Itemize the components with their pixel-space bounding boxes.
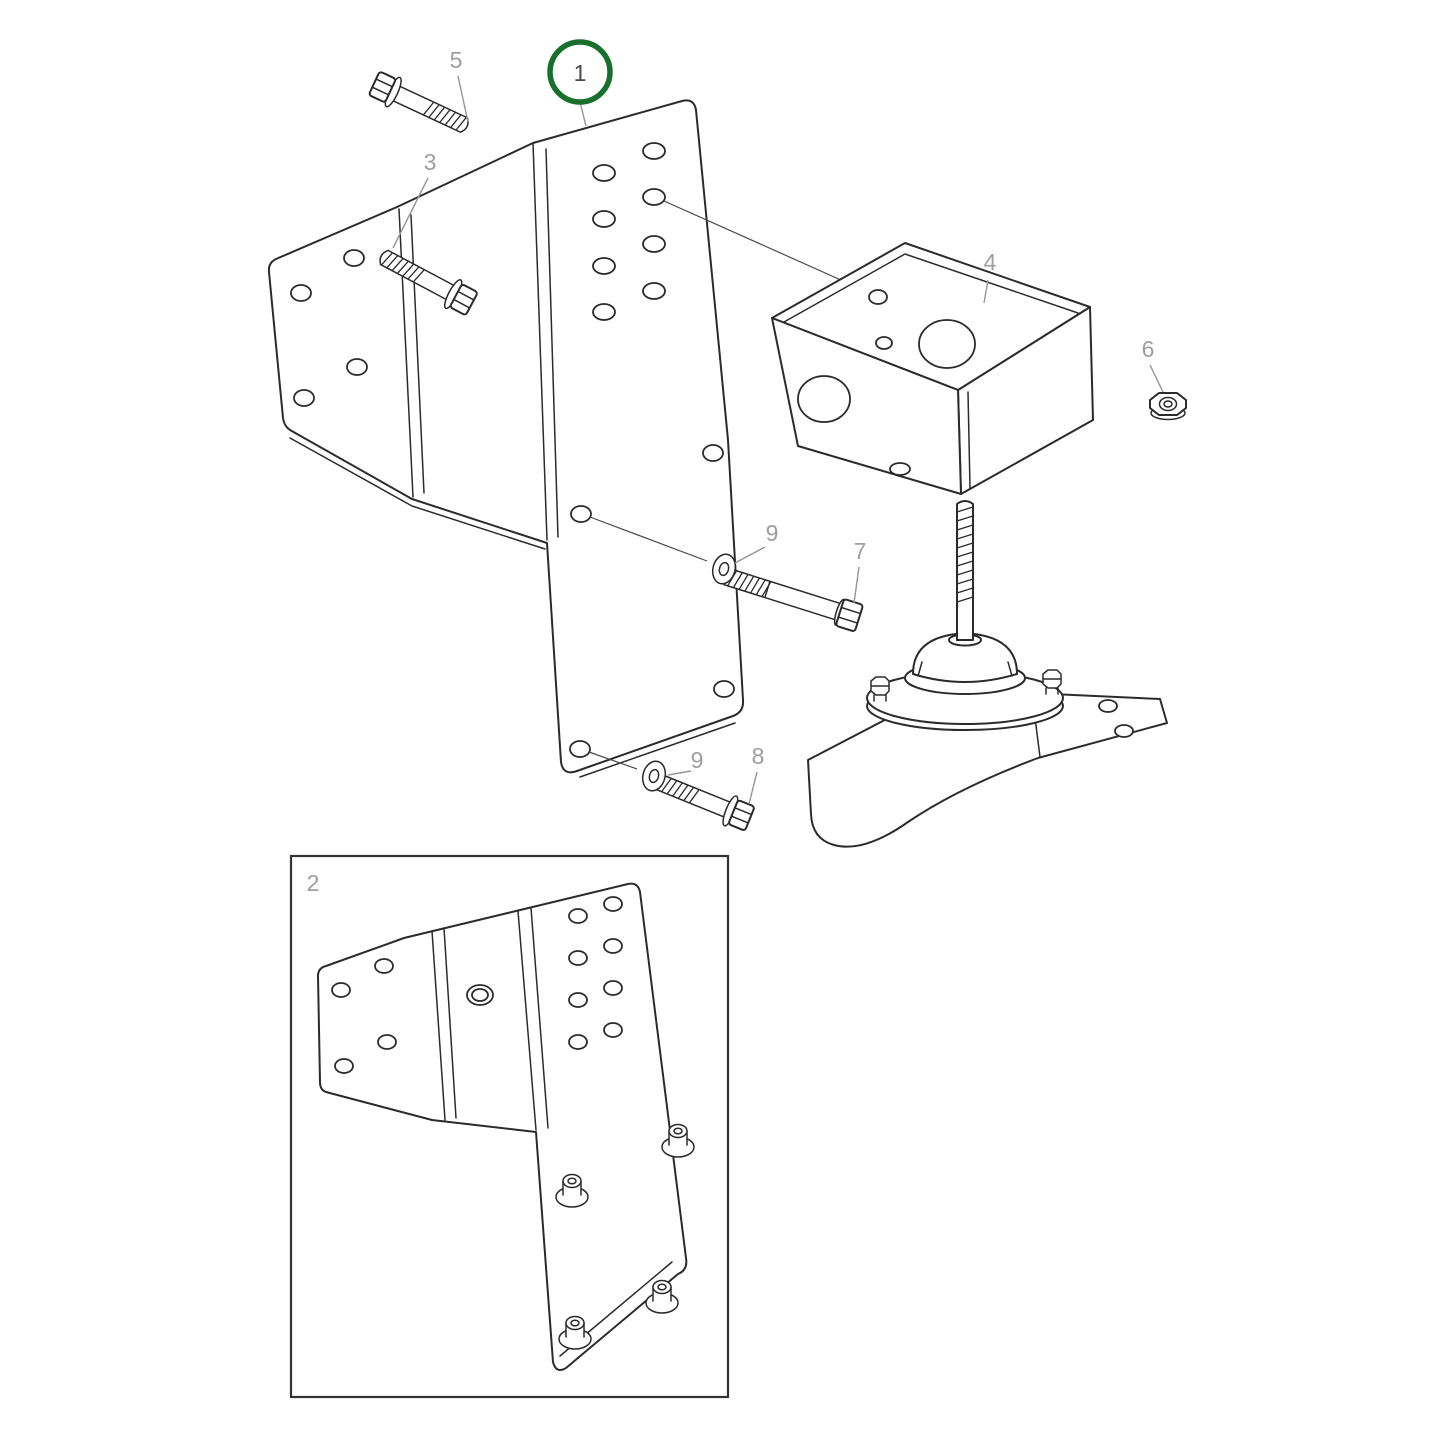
bracket-large-hole: [918, 319, 976, 369]
hole: [1114, 724, 1134, 738]
hole: [569, 740, 591, 758]
hole: [570, 505, 592, 523]
callout-6[interactable]: 6: [1142, 336, 1155, 362]
hole: [875, 336, 893, 350]
hole: [603, 896, 623, 912]
hole: [642, 142, 666, 160]
leader-line-9-upper: [734, 546, 766, 564]
part-2-inset: [289, 854, 730, 1399]
alignment-line: [589, 516, 708, 562]
plate-bottom-thickness-edge: [579, 722, 736, 778]
callouts: 5 1 3 4 6 9 7 9 8 2: [307, 47, 1155, 896]
hole: [568, 950, 588, 966]
hole: [642, 188, 666, 206]
leader-line-6: [1149, 364, 1164, 393]
hole: [334, 1058, 354, 1074]
callout-2[interactable]: 2: [307, 870, 320, 896]
leader-line-4: [983, 279, 989, 304]
hole: [568, 1034, 588, 1050]
callout-7[interactable]: 7: [854, 538, 867, 564]
hole: [331, 982, 351, 998]
bracket-fold-edge: [967, 391, 971, 489]
hole: [603, 980, 623, 996]
part-1-mounting-plate: [267, 99, 745, 778]
plate-thickness-edge: [289, 437, 546, 550]
mount-threaded-stud: [956, 500, 974, 641]
plate-outline: [267, 99, 745, 774]
plate-2-outline: [317, 882, 688, 1371]
hole: [702, 444, 724, 462]
part-2-wing-holes: [331, 958, 397, 1074]
part-1-wing-holes: [290, 249, 368, 407]
hole: [471, 988, 489, 1002]
plate-fold-line: [532, 142, 548, 541]
hole: [592, 257, 616, 275]
part-2-plate: [317, 882, 695, 1371]
plate-2-wing-fold-2: [443, 927, 457, 1119]
leader-line-1: [579, 101, 587, 127]
plate-2-fold-line: [517, 910, 537, 1131]
callout-9-lower[interactable]: 9: [691, 747, 704, 773]
part-7-hex-bolt: [717, 561, 865, 633]
bracket-front-face: [771, 317, 962, 495]
bracket-thickness-edge: [783, 253, 1079, 323]
leader-line-8: [748, 771, 758, 805]
stud-threads: [956, 506, 974, 603]
alignment-lines: [588, 200, 871, 770]
engine-mount: [866, 632, 1064, 731]
callout-9-upper[interactable]: 9: [766, 520, 779, 546]
plate-2-fold-line-2: [530, 907, 549, 1129]
highlight-circle: [547, 39, 613, 105]
part-6-lock-nut: [1149, 392, 1187, 421]
callout-3[interactable]: 3: [424, 149, 437, 175]
hole: [592, 303, 616, 321]
hole: [713, 680, 735, 698]
hole: [293, 389, 315, 407]
dome-facet-line: [917, 661, 1013, 677]
bracket-large-hole: [797, 375, 851, 423]
part-2-center-hole: [466, 984, 494, 1006]
hole: [374, 958, 394, 974]
leader-line-5: [457, 75, 469, 123]
hole: [642, 282, 666, 300]
mount-dome: [912, 632, 1018, 683]
hole: [343, 249, 365, 267]
alignment-line: [663, 200, 871, 294]
leader-line-7: [853, 566, 860, 604]
hole: [642, 235, 666, 253]
part-1-hole-grid: [592, 142, 666, 321]
callout-1[interactable]: 1: [574, 60, 587, 86]
callout-4[interactable]: 4: [984, 249, 997, 275]
hole: [568, 908, 588, 924]
base-plate-outline: [807, 692, 1168, 848]
hole: [603, 938, 623, 954]
leader-line-3: [392, 177, 429, 249]
hole: [868, 289, 888, 305]
alignment-line: [588, 751, 638, 770]
callout-leaders: [392, 75, 1164, 805]
part-5-flange-bolt: [366, 67, 475, 142]
hole: [1098, 699, 1118, 713]
wing-fold-line-2: [410, 214, 425, 494]
plate-fold-line-2: [545, 148, 559, 538]
hole: [592, 210, 616, 228]
hole: [889, 462, 911, 476]
hole: [290, 284, 312, 302]
nut-thread: [1163, 400, 1173, 408]
part-2-hole-grid: [568, 896, 623, 1050]
hole: [377, 1034, 397, 1050]
callout-5[interactable]: 5: [450, 47, 463, 73]
callout-8[interactable]: 8: [752, 743, 765, 769]
part-1-lower-holes: [569, 444, 735, 758]
hole: [346, 358, 368, 376]
hole: [592, 164, 616, 182]
hole: [603, 1022, 623, 1038]
part-4-angle-bracket: [771, 242, 1094, 495]
plate-2-wing-fold: [431, 930, 446, 1121]
hole: [568, 992, 588, 1008]
leader-line-9-lower: [667, 770, 692, 776]
